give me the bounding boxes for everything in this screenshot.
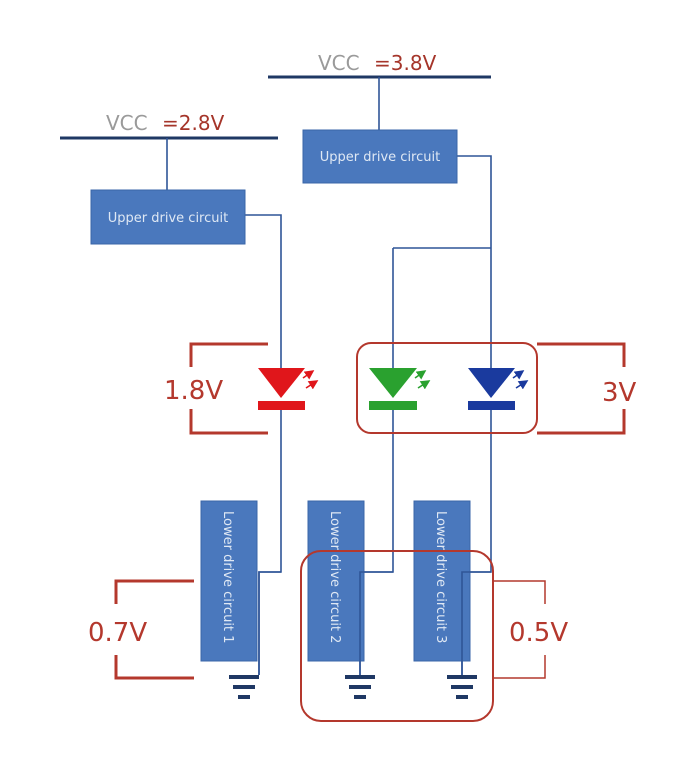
upper-drive-right: Upper drive circuit bbox=[302, 129, 458, 184]
led-blue bbox=[468, 368, 529, 410]
bracket-red-led bbox=[189, 342, 268, 435]
upper-drive-left: Upper drive circuit bbox=[90, 189, 246, 245]
vcc-right-value: =3.8V bbox=[374, 51, 437, 75]
green-blue-led-voltage: 3V bbox=[602, 378, 637, 408]
upper-drive-left-label: Upper drive circuit bbox=[108, 211, 228, 226]
lower-drive-1: Lower drive circuit 1 bbox=[200, 500, 258, 662]
vcc-right-name: VCC bbox=[318, 51, 360, 75]
led-red bbox=[258, 368, 319, 410]
vcc-left-rail: VCC =2.8V bbox=[60, 111, 278, 140]
bracket-lower-gb bbox=[300, 550, 494, 722]
vcc-left-name: VCC bbox=[106, 111, 148, 135]
red-led-voltage: 1.8V bbox=[164, 376, 223, 406]
wire-upper-right-out bbox=[456, 155, 492, 370]
lower-drive-2: Lower drive circuit 2 bbox=[307, 500, 365, 662]
lower-drive-1-label: Lower drive circuit 1 bbox=[220, 511, 235, 643]
led-green bbox=[369, 368, 431, 410]
wire-upper-left-out bbox=[245, 214, 282, 370]
bracket-green-blue-led bbox=[356, 342, 538, 434]
ground-icon bbox=[345, 675, 375, 699]
wires-over-boxes bbox=[258, 571, 491, 675]
lower-gb-voltage: 0.5V bbox=[509, 618, 568, 648]
lower-drive-3-label: Lower drive circuit 3 bbox=[433, 511, 448, 643]
bracket-lower-red bbox=[114, 579, 194, 680]
lower-drive-3: Lower drive circuit 3 bbox=[413, 500, 471, 662]
ground-icon bbox=[229, 675, 259, 699]
wire-red-to-lower1 bbox=[258, 410, 282, 675]
bracket-0-5v bbox=[493, 580, 546, 679]
ground-icon bbox=[447, 675, 477, 699]
wire-green-to-lower2 bbox=[359, 410, 394, 675]
lower-red-voltage: 0.7V bbox=[88, 618, 147, 648]
upper-drive-right-label: Upper drive circuit bbox=[320, 150, 440, 165]
vcc-left-value: =2.8V bbox=[162, 111, 225, 135]
lower-drive-2-label: Lower drive circuit 2 bbox=[327, 511, 342, 643]
bracket-3v bbox=[537, 342, 626, 435]
vcc-right-rail: VCC =3.8V bbox=[268, 51, 491, 79]
